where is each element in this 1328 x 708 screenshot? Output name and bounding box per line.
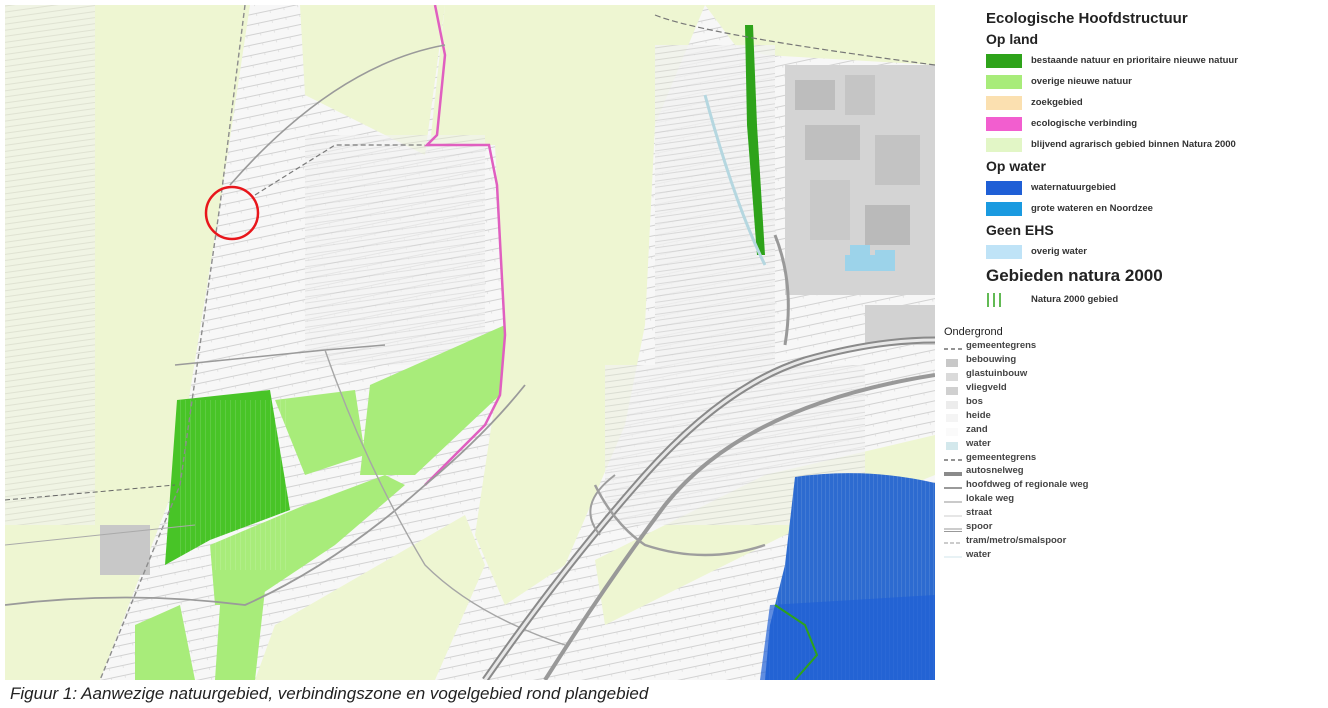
ondergrond-item: bos [944,395,1324,409]
ondergrond-item: tram/metro/smalspoor [944,533,1324,547]
ondergrond-item-label: zand [966,423,988,435]
ondergrond-item-label: gemeentegrens [966,451,1037,463]
ondergrond-item: spoor [944,520,1324,534]
ondergrond-symbol-icon [944,480,962,490]
legend-swatch [986,53,1022,68]
legend-item-label: Natura 2000 gebied [1031,294,1119,305]
natura-swatch-icon [987,292,1001,307]
legend-section-heading: Geen EHS [986,222,1054,238]
legend-item: overig water [986,241,1324,262]
ondergrond-item-label: bebouwing [966,354,1017,366]
figure-caption: Figuur 1: Aanwezige natuurgebied, verbin… [10,684,649,703]
ondergrond-item-label: water [966,437,991,449]
ondergrond-item-label: straat [966,507,992,519]
ondergrond-symbol-icon [944,341,962,351]
ondergrond-item: zand [944,422,1324,437]
legend-section-heading: Op land [986,31,1039,47]
roads [5,5,935,680]
legend-item-label: blijvend agrarisch gebied binnen Natura … [1031,139,1236,150]
legend-item: blijvend agrarisch gebied binnen Natura … [986,134,1324,155]
ondergrond-symbol-icon [944,397,962,409]
bestaande-natuur-areas [165,25,765,570]
legend-item-label: zoekgebied [1031,97,1083,108]
ecologische-verbinding-line [423,5,507,486]
ondergrond-heading: Ondergrond [944,326,1003,338]
legend-swatch [986,180,1022,195]
legend-item-label: grote wateren en Noordzee [1031,203,1153,214]
legend-item: grote wateren en Noordzee [986,198,1324,219]
ondergrond-item: straat [944,506,1324,520]
ondergrond-item: hoofdweg of regionale weg [944,478,1324,492]
ondergrond-item: bebouwing [944,353,1324,367]
ondergrond-item-label: glastuinbouw [966,368,1028,380]
map-canvas [5,5,935,680]
legend-swatch [986,137,1022,152]
ondergrond-item: heide [944,408,1324,423]
ondergrond-item: lokale weg [944,492,1324,506]
ondergrond-symbol-icon [944,549,962,559]
legend-item-natura: Natura 2000 gebied [986,289,1324,310]
ondergrond-symbol-icon [944,438,962,451]
ondergrond-item: water [944,547,1324,561]
legend-item: zoekgebied [986,92,1324,113]
ondergrond-item: gemeentegrens [944,339,1324,353]
ondergrond-item-label: spoor [966,521,993,533]
legend-swatch [986,244,1022,259]
legend-item-label: overige nieuwe natuur [1031,76,1132,87]
legend-swatch [986,116,1022,131]
nieuwe-natuur-areas [135,325,505,680]
natura-heading: Gebieden natura 2000 [986,266,1163,285]
ondergrond-list: gemeentegrens bebouwing glastuinbouw vliegv… [944,339,1324,561]
ondergrond-item: glastuinbouw [944,367,1324,381]
ondergrond-item-label: tram/metro/smalspoor [966,534,1067,546]
ondergrond-item-label: water [966,548,991,560]
ondergrond-item-label: heide [966,409,991,421]
legend-item-label: bestaande natuur en prioritaire nieuwe n… [1031,55,1238,66]
ondergrond-symbol-icon [944,383,962,395]
ondergrond-item-label: autosnelweg [966,465,1024,477]
map-legend: Ecologische Hoofdstructuur Op land bestaa… [944,8,1324,561]
ondergrond-item-label: lokale weg [966,493,1015,505]
legend-item-label: ecologische verbinding [1031,118,1138,129]
legend-swatch [986,95,1022,110]
legend-sections: Op land bestaande natuur en prioritaire n… [944,31,1324,262]
waternatuur-area [760,473,935,680]
ondergrond-item-label: vliegveld [966,382,1007,394]
legend-item: bestaande natuur en prioritaire nieuwe n… [986,50,1324,71]
ondergrond-item-label: gemeentegrens [966,340,1037,352]
ondergrond-item-label: hoofdweg of regionale weg [966,479,1089,491]
ondergrond-item: autosnelweg [944,464,1324,478]
ondergrond-item: water [944,436,1324,451]
legend-item: waternatuurgebied [986,177,1324,198]
ondergrond-symbol-icon [944,452,962,462]
legend-swatch [986,74,1022,89]
ondergrond-symbol-icon [944,508,962,518]
legend-section-heading: Op water [986,158,1046,174]
legend-item: overige nieuwe natuur [986,71,1324,92]
legend-item-label: overig water [1031,246,1087,257]
legend-title: Ecologische Hoofdstructuur [986,10,1188,27]
legend-item: ecologische verbinding [986,113,1324,134]
ondergrond-symbol-icon [944,410,962,423]
ondergrond-symbol-icon [944,494,962,504]
ondergrond-symbol-icon [944,466,962,476]
legend-swatch [986,201,1022,216]
ondergrond-item: vliegveld [944,381,1324,395]
ondergrond-symbol-icon [944,522,962,532]
ondergrond-symbol-icon [944,424,962,437]
ondergrond-item-label: bos [966,396,983,407]
ondergrond-symbol-icon [944,535,962,545]
ondergrond-symbol-icon [944,369,962,381]
ehs-map[interactable] [5,5,935,680]
legend-item-label: waternatuurgebied [1031,182,1116,193]
ondergrond-symbol-icon [944,355,962,367]
ondergrond-item: gemeentegrens [944,450,1324,464]
plangebied-marker [204,185,260,241]
